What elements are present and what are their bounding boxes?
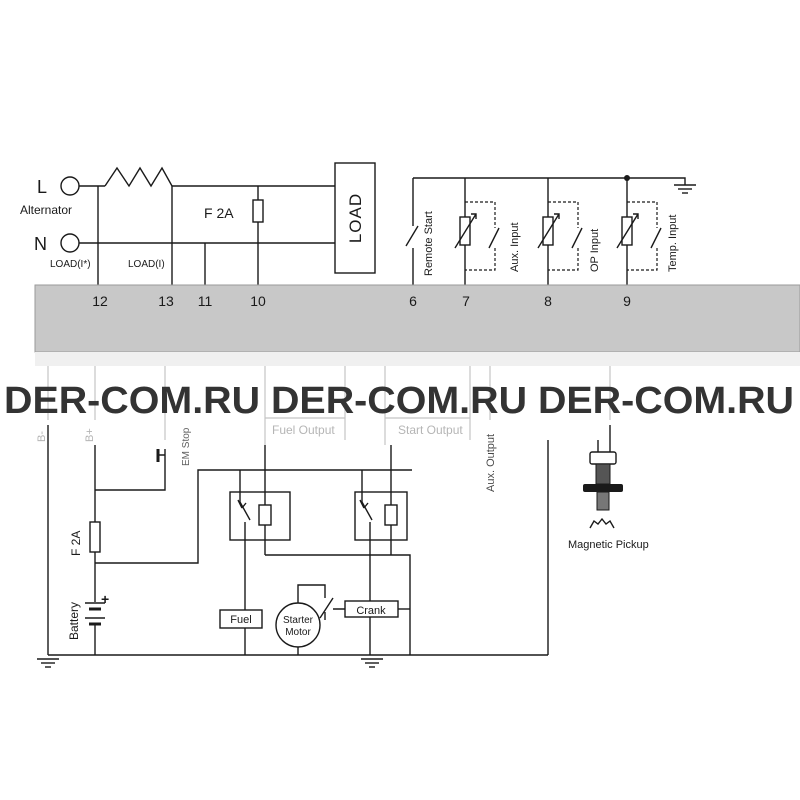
lower-fuse [89, 521, 101, 553]
n-terminal-circle [60, 233, 80, 253]
terminal-number: 12 [92, 293, 108, 309]
load-i-star-label: LOAD(I*) [50, 259, 91, 270]
relay-supply-wire [95, 469, 412, 564]
alternator-label: Alternator [20, 203, 72, 217]
n-label: N [34, 234, 47, 254]
terminal-number: 13 [158, 293, 174, 309]
terminal-number: 9 [623, 293, 631, 309]
remote-start-label: Remote Start [423, 211, 435, 276]
aux-input-dashed-box [465, 201, 496, 228]
temp-input-dashed-box-bottom [627, 248, 658, 271]
start-relay [354, 491, 408, 541]
op-input-arrow [537, 213, 560, 249]
lower-fuse-label: F 2A [69, 531, 83, 556]
controller-panel [34, 284, 800, 353]
battery-label: Battery [67, 602, 81, 640]
fuel-relay-contact [239, 470, 251, 540]
pickup-wire [597, 425, 611, 452]
op-input-dashed-box-bottom [548, 248, 579, 271]
top-fuse-label: F 2A [204, 205, 234, 221]
temp-input-dashed-box [627, 201, 658, 228]
starter-wire [297, 584, 326, 603]
b-minus-label: B- [36, 431, 48, 442]
pickup-thread [596, 491, 610, 511]
aux-input-dashed-box-bottom [465, 248, 496, 271]
input-common-bus [413, 177, 686, 185]
starter-label-line1: Starter [283, 615, 314, 626]
battery-ground-symbol [37, 658, 59, 668]
faded-label-frame [265, 366, 471, 440]
em-stop-label: EM Stop [181, 427, 192, 466]
load-box-label: LOAD [346, 193, 365, 243]
battery-symbol [85, 602, 105, 626]
pickup-cap [589, 451, 617, 465]
relay-section: Fuel Starter Motor Crank [95, 440, 549, 668]
alternator-section: L Alternator N LOAD(I*) LOAD(I) F 2A LOA… [20, 162, 376, 285]
start-relay-arrow [359, 499, 369, 509]
op-input-sensor [537, 178, 583, 285]
em-stop-wire [95, 462, 166, 491]
watermark-text: DER-COM.RU DER-COM.RU DER-COM.RU [4, 380, 794, 422]
pickup-nut [583, 484, 623, 492]
starter-label-line2: Motor [285, 627, 311, 638]
faded-terminal-area [35, 352, 800, 445]
op-input-switch [571, 227, 583, 249]
terminal-numbers: 12 13 11 10 6 7 8 9 [92, 293, 631, 309]
inputs-section: Remote Start Aux. Input OP Input [405, 175, 696, 285]
fuel-output-label: Fuel Output [272, 423, 335, 437]
b-plus-label: B+ [84, 428, 96, 442]
fuel-relay-arrow [237, 499, 247, 509]
relay-ground-symbol [361, 658, 383, 668]
op-input-label: OP Input [589, 229, 601, 272]
terminal-number: 6 [409, 293, 417, 309]
em-stop-switch [156, 449, 166, 462]
faded-wire [47, 366, 611, 445]
top-ground-symbol [674, 184, 696, 194]
current-transformer-coil [104, 166, 173, 188]
aux-input-label: Aux. Input [509, 222, 521, 272]
terminal-number: 10 [250, 293, 266, 309]
terminal-number: 7 [462, 293, 470, 309]
temp-input-label: Temp. Input [667, 215, 679, 272]
aux-output-label: Aux. Output [485, 434, 497, 492]
temp-input-arrow [616, 213, 639, 249]
terminal-number: 8 [544, 293, 552, 309]
aux-input-arrow [454, 213, 477, 249]
l-terminal-circle [60, 176, 80, 196]
start-relay-contact [361, 470, 373, 540]
fuel-label: Fuel [230, 614, 251, 626]
crank-label: Crank [356, 605, 386, 617]
crank-switch [319, 597, 334, 619]
remote-start-switch [405, 225, 419, 247]
magnetic-pickup-label: Magnetic Pickup [568, 539, 649, 551]
start-relay-coil [384, 504, 398, 526]
load-i-label: LOAD(I) [128, 259, 165, 270]
load-box [334, 162, 376, 274]
faded-band [35, 352, 800, 366]
start-output-label: Start Output [398, 423, 463, 437]
flywheel-gear-icon [589, 517, 615, 529]
aux-input-switch [488, 227, 500, 249]
fuel-solenoid-box [219, 609, 263, 629]
crank-switch-wire [324, 608, 345, 620]
pickup-body [595, 463, 611, 485]
battery-plus-sign: + [101, 591, 109, 607]
fuel-relay-coil [258, 504, 272, 526]
aux-input-sensor [454, 178, 500, 285]
terminal-number: 11 [198, 293, 213, 309]
op-input-dashed-box [548, 201, 579, 228]
top-fuse [252, 199, 264, 223]
coil-return-wire [265, 554, 411, 655]
temp-input-sensor [616, 178, 662, 285]
magnetic-pickup [583, 425, 623, 529]
l-label: L [37, 177, 47, 197]
temp-input-switch [650, 227, 662, 249]
